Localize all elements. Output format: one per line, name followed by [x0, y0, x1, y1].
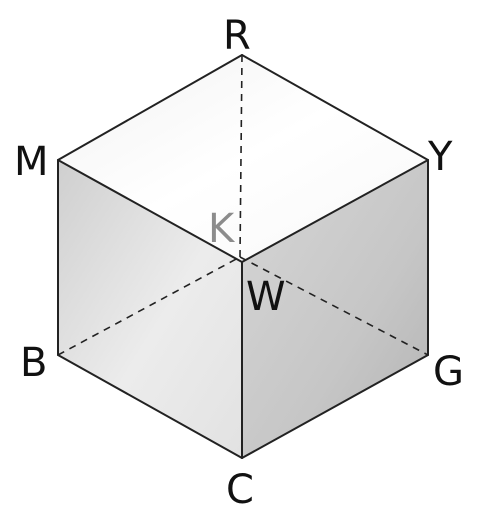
vertex-label-k: K	[208, 206, 236, 252]
hidden-edge-kg	[239, 256, 429, 356]
visible-edge-wy	[241, 159, 429, 263]
left-face	[58, 160, 242, 458]
vertex-label-m: M	[14, 139, 49, 185]
visible-edges	[57, 54, 429, 459]
visible-edge-rm	[57, 54, 243, 161]
visible-edge-mw	[57, 159, 243, 263]
vertex-label-r: R	[223, 13, 251, 59]
visible-edge-bc	[57, 354, 243, 459]
vertex-label-g: G	[433, 349, 464, 395]
hidden-edge-bk	[57, 256, 241, 356]
vertex-label-w: W	[246, 274, 286, 320]
visible-edge-gc	[241, 354, 429, 459]
vertex-label-y: Y	[427, 134, 453, 180]
vertex-label-b: B	[20, 340, 47, 386]
right-face	[242, 160, 428, 458]
vertex-labels: R M Y K W B G C	[14, 13, 464, 513]
hidden-edges	[57, 54, 429, 356]
visible-edge-ry	[241, 54, 429, 161]
vertex-label-c: C	[226, 467, 254, 513]
